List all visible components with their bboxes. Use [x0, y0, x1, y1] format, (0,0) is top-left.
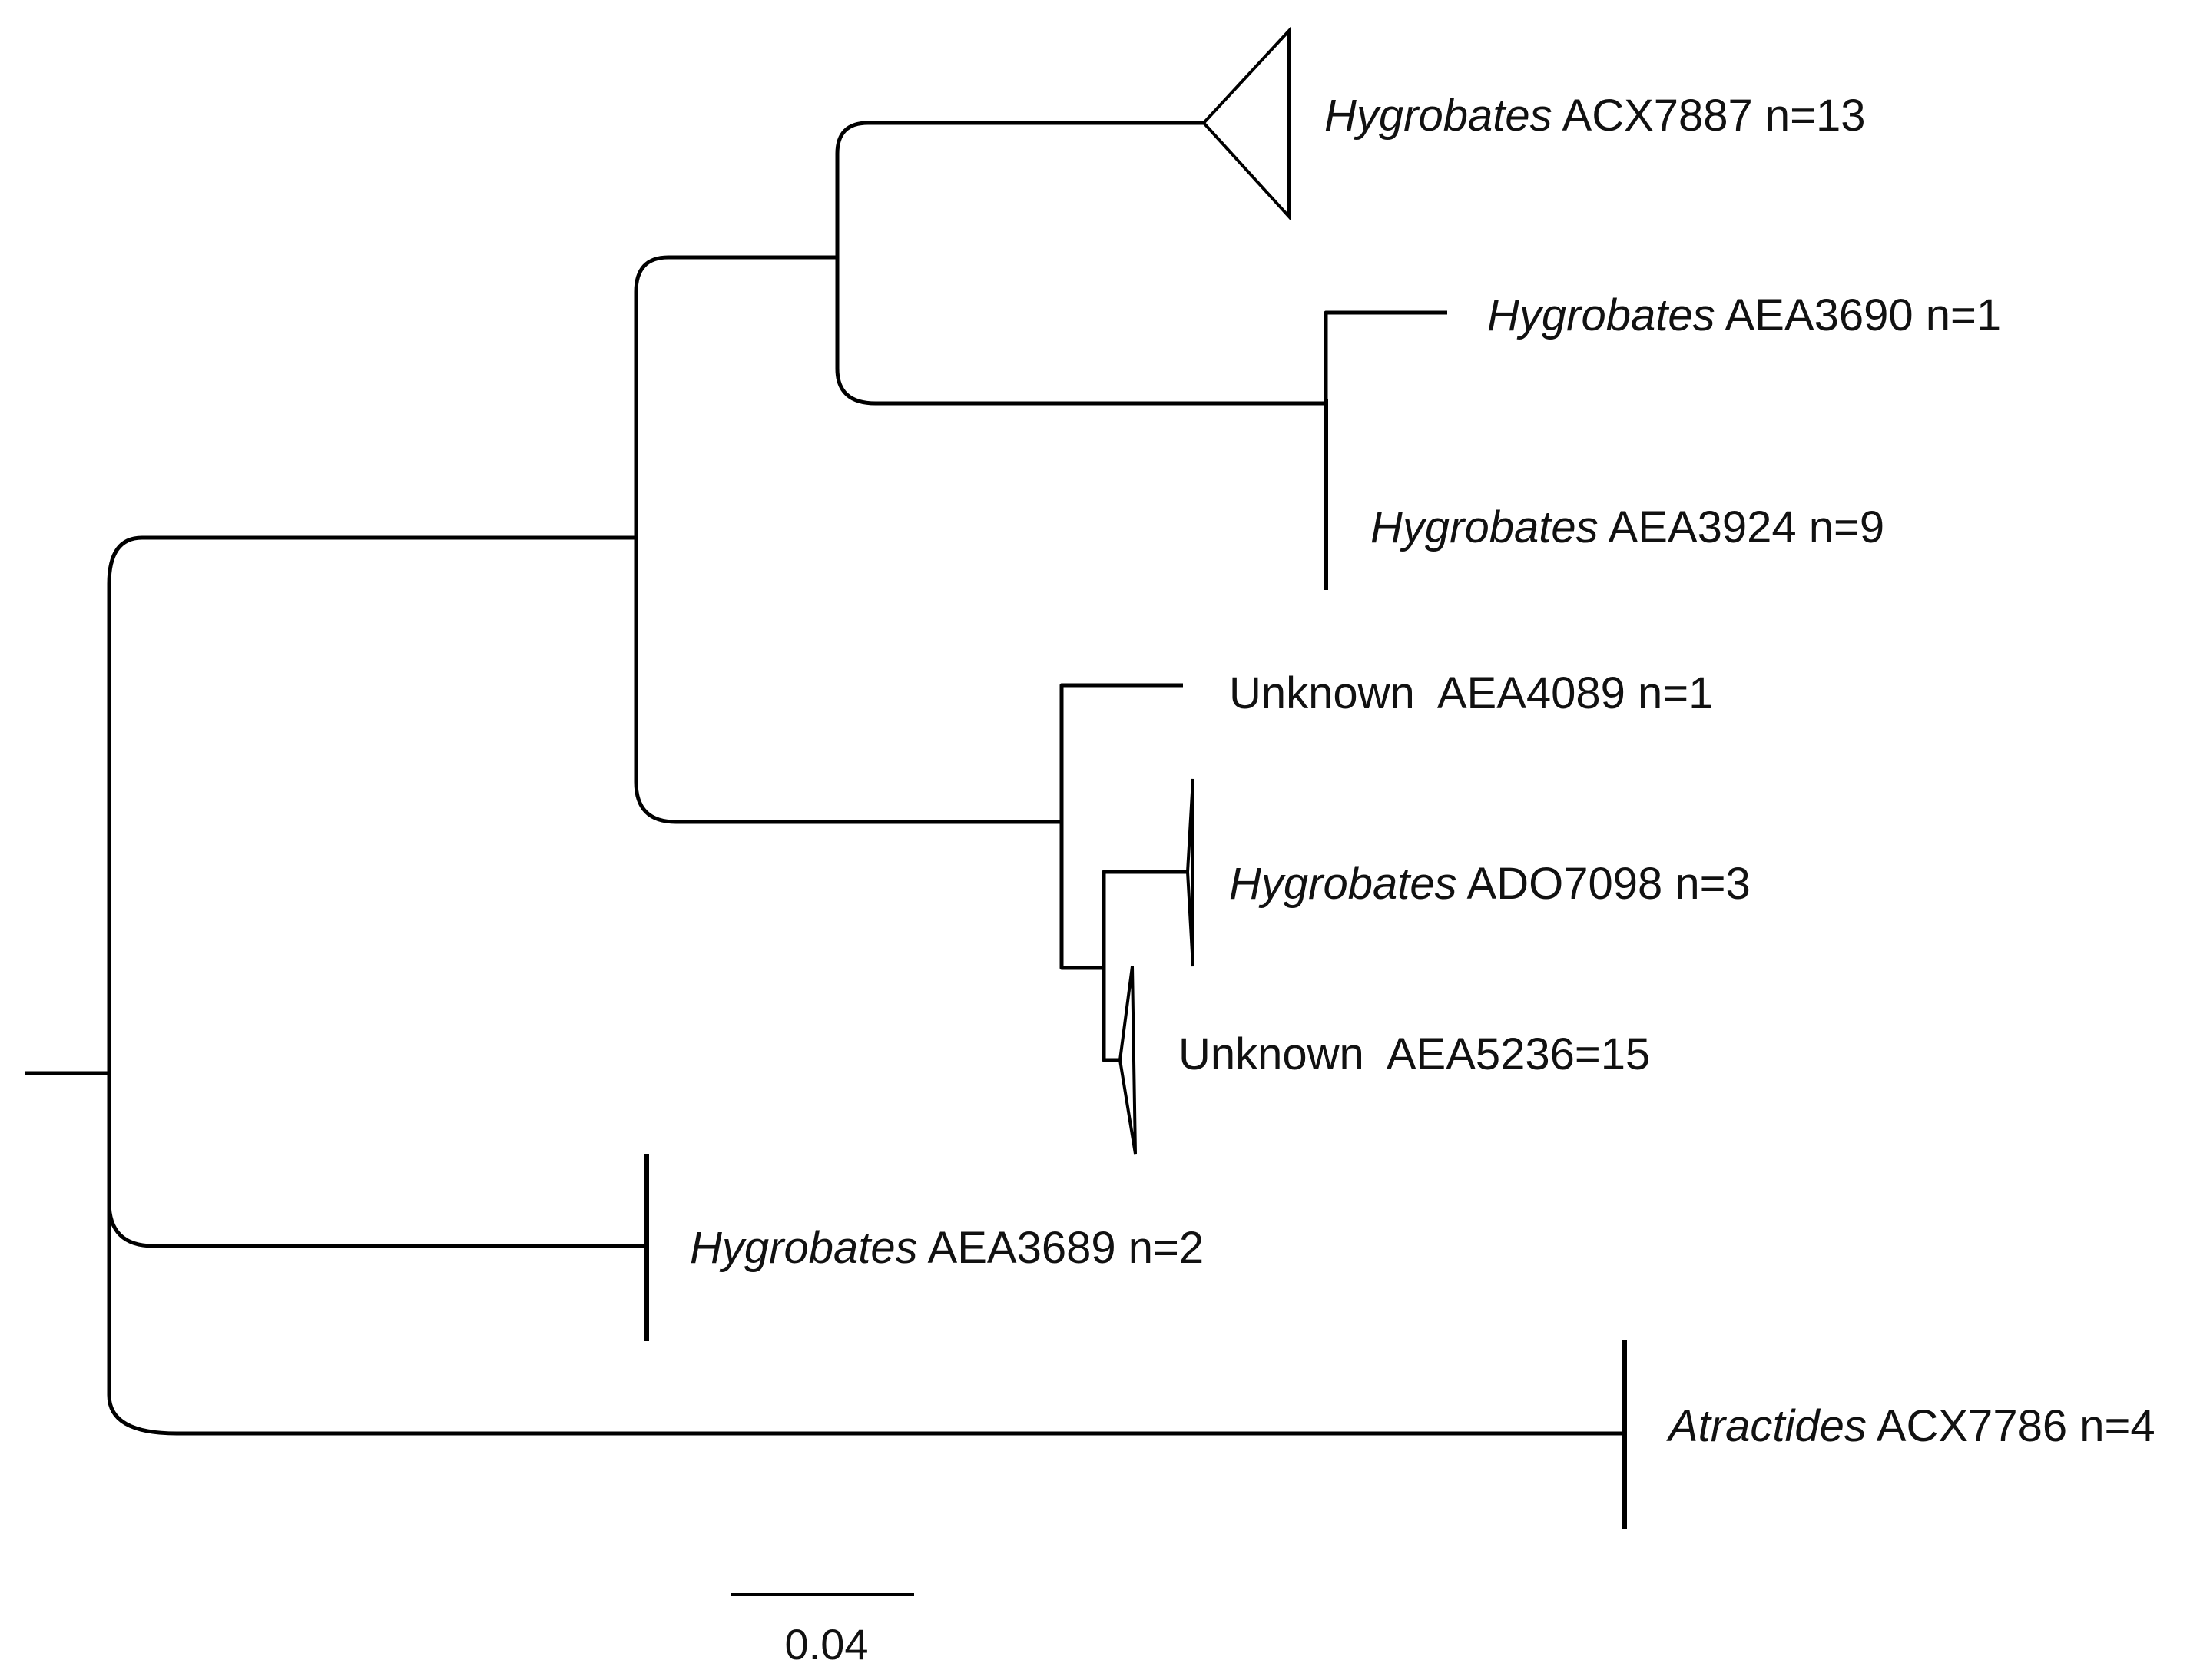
leaf-label-aea5236: Unknown AEA5236=15: [1178, 1029, 1650, 1079]
leaf-label-acx7786: Atractides ACX7786 n=4: [1666, 1401, 2155, 1451]
node-d-lower: [1059, 822, 1104, 970]
scale-bar-label: 0.04: [785, 1620, 869, 1668]
leaf-genus: Hygrobates: [1370, 502, 1599, 552]
leaf-genus: Hygrobates: [1324, 91, 1552, 141]
leaf-label-aea3924: Hygrobates AEA3924 n=9: [1370, 502, 1884, 552]
node-b-lower: [835, 257, 1326, 406]
node-e-branch: [1102, 870, 1188, 968]
node-c-branch: [1324, 310, 1447, 403]
leaf-genus: Hygrobates: [690, 1223, 918, 1273]
leaf-label-acx7887: Hygrobates ACX7887 n=13: [1324, 91, 1866, 141]
node-a-branch: [177, 255, 837, 540]
collapsed-clade-acx7887: [1201, 26, 1291, 221]
node-e-lower: [1102, 968, 1120, 1062]
node-d-branch: [1059, 683, 1183, 822]
leaf-accession: ACX7786 n=4: [1867, 1401, 2155, 1451]
branch-aea3689: [107, 1201, 647, 1248]
node-a-lower: [634, 538, 1062, 824]
leaf-accession: Unknown AEA4089 n=1: [1229, 668, 1713, 718]
leaf-accession: AEA3690 n=1: [1715, 290, 2002, 340]
root-node-branch: [107, 535, 1625, 1436]
leaf-accession: Unknown AEA5236=15: [1178, 1029, 1650, 1079]
leaf-label-aea3690: Hygrobates AEA3690 n=1: [1487, 290, 2001, 340]
leaf-accession: AEA3924 n=9: [1599, 502, 1885, 552]
leaf-accession: ACX7887 n=13: [1552, 91, 1866, 141]
node-b-branch: [835, 121, 1204, 257]
collapsed-clade-ado7098: [1185, 778, 1194, 967]
leaf-accession: ADO7098 n=3: [1457, 859, 1751, 909]
leaf-label-aea4089: Unknown AEA4089 n=1: [1229, 668, 1713, 718]
leaf-genus: Atractides: [1666, 1401, 1867, 1451]
leaf-genus: Hygrobates: [1487, 290, 1715, 340]
collapsed-clade-aea5236: [1118, 966, 1137, 1155]
leaf-label-aea3689: Hygrobates AEA3689 n=2: [690, 1223, 1204, 1273]
leaf-label-ado7098: Hygrobates ADO7098 n=3: [1229, 859, 1751, 909]
leaf-genus: Hygrobates: [1229, 859, 1457, 909]
leaf-accession: AEA3689 n=2: [918, 1223, 1204, 1273]
